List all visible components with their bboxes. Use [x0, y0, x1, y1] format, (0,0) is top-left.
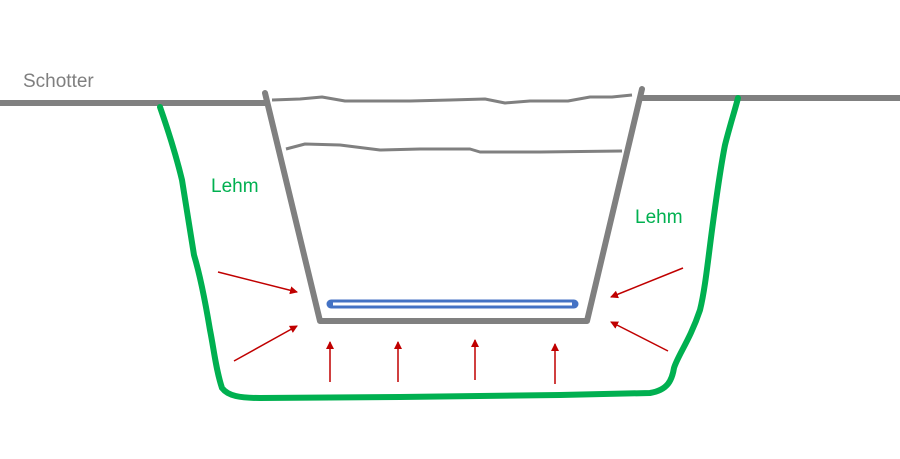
clay-pit-outline [157, 95, 741, 401]
water-surface [271, 93, 633, 154]
pressure-arrows [217, 267, 684, 384]
container-wall-left [262, 90, 323, 324]
water-line-lower [285, 142, 623, 154]
ground-label: Schotter [23, 71, 94, 92]
container-wall-right [584, 86, 645, 324]
pressure-arrow [610, 267, 684, 299]
clay-label-left: Lehm [211, 176, 259, 197]
clay-label-right: Lehm [635, 207, 683, 228]
ground-surface [0, 95, 900, 106]
pressure-arrow [217, 271, 298, 295]
container [262, 86, 645, 324]
water-line-top [271, 93, 633, 105]
pressure-arrow [610, 321, 669, 352]
pressure-arrow [233, 325, 298, 362]
